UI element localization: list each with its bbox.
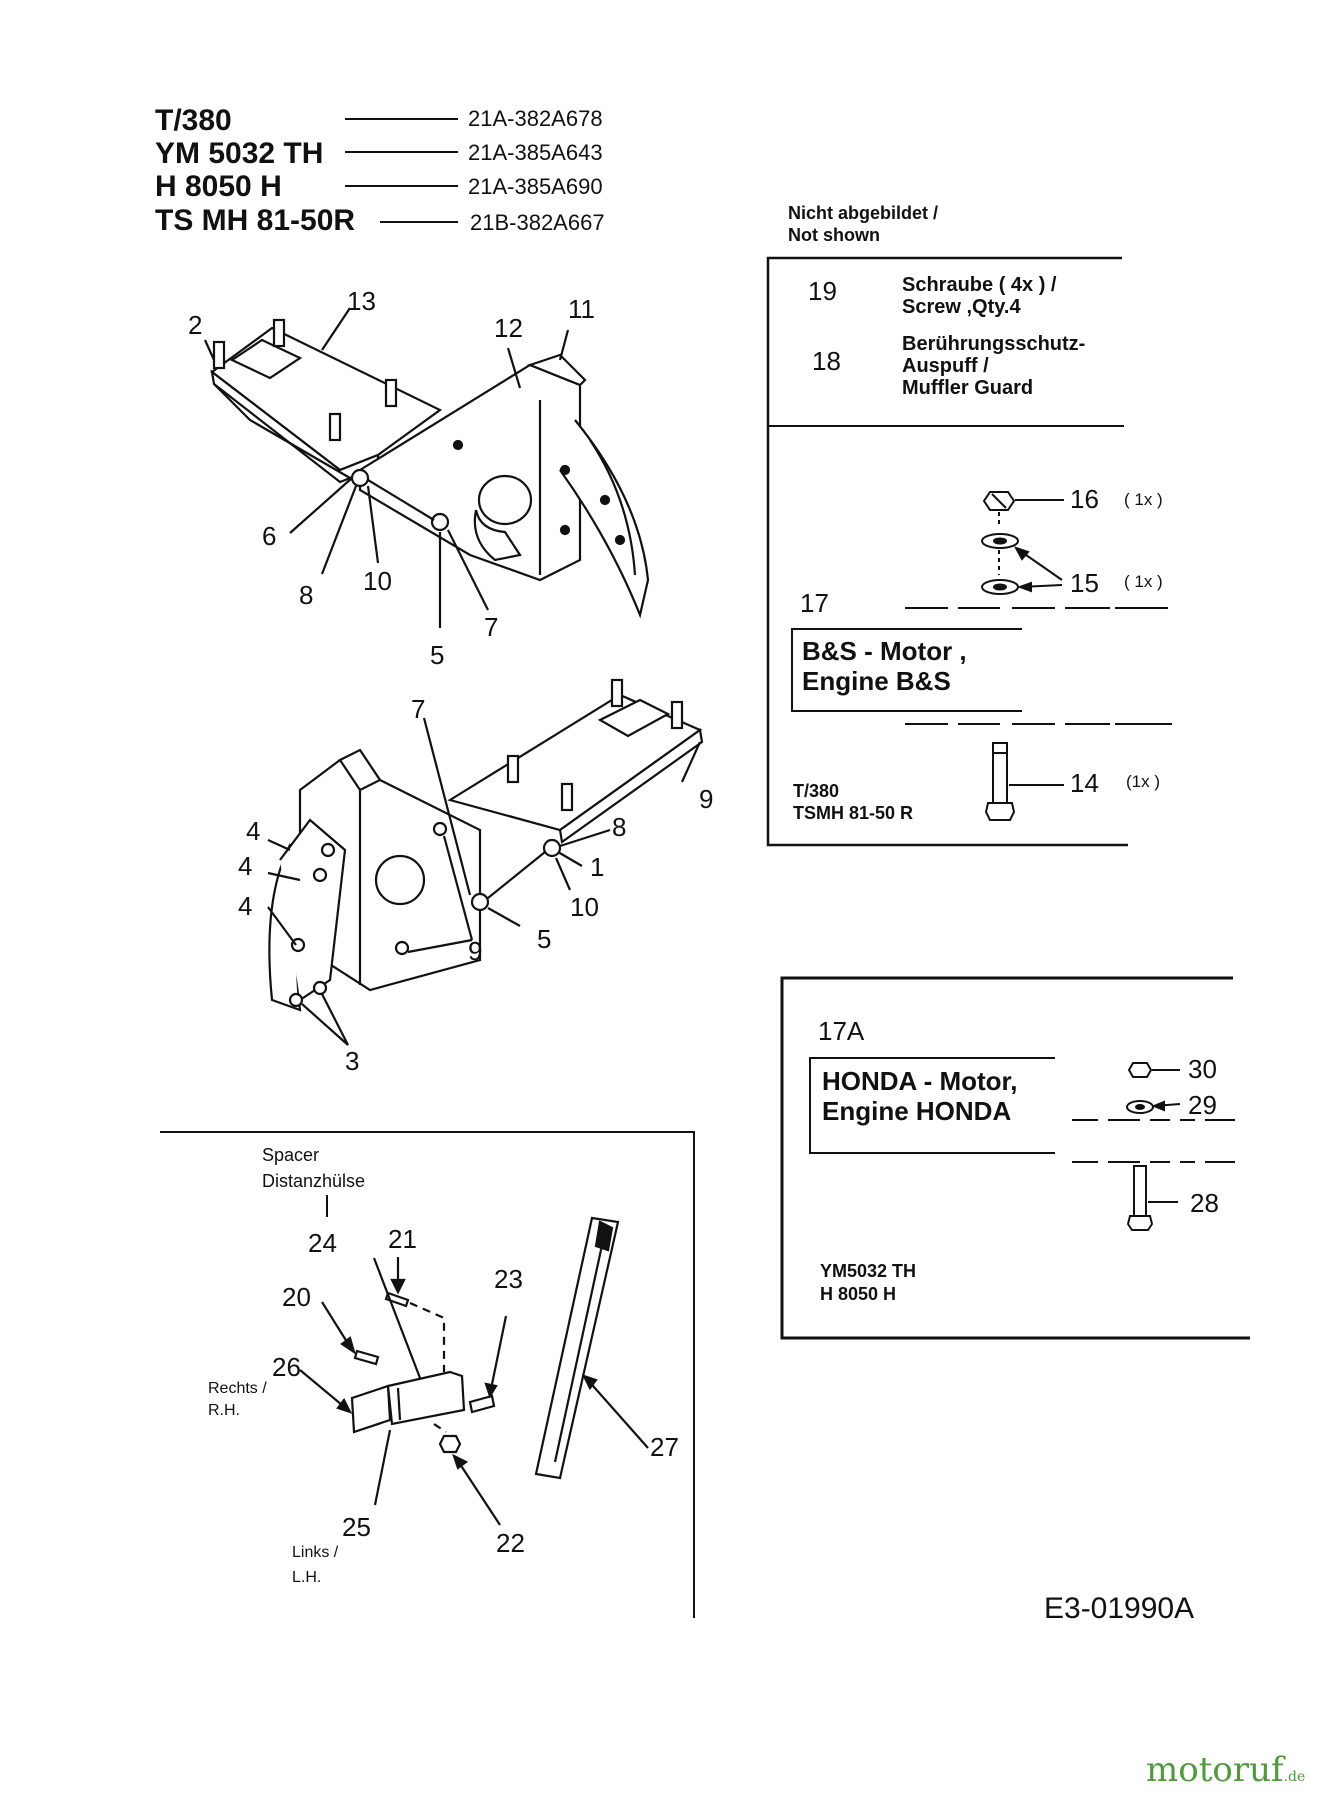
callout-23: 23: [494, 1264, 523, 1294]
callout-13: 13: [347, 286, 376, 316]
callout-8-upper: 8: [299, 580, 314, 610]
callout-4-b: 4: [238, 851, 253, 881]
callout-4-c: 4: [238, 891, 253, 921]
not-shown-item-desc-19: Schraube ( 4x ) / Screw ,Qty.4: [902, 274, 1057, 318]
qty-15: ( 1x ): [1124, 572, 1163, 591]
callout-10-lower: 10: [570, 892, 599, 922]
model-part-number-2: 21A-385A643: [468, 140, 603, 165]
honda-engine-number: 17A: [818, 1016, 865, 1046]
not-shown-item-number-19: 19: [808, 276, 837, 306]
callout-5-lower: 5: [537, 924, 552, 954]
callout-28: 28: [1190, 1188, 1219, 1218]
honda-engine-label: HONDA - Motor, Engine HONDA: [822, 1066, 1018, 1126]
callout-15: 15: [1070, 568, 1099, 598]
brand-tld: .de: [1283, 1769, 1306, 1785]
spacer-label: Spacer Distanzhülse: [262, 1145, 366, 1191]
callout-2: 2: [188, 310, 203, 340]
links-label: Links / L.H.: [292, 1544, 339, 1586]
bs-models: T/380 TSMH 81-50 R: [793, 781, 914, 823]
qty-16: ( 1x ): [1124, 490, 1163, 509]
callout-24: 24: [308, 1228, 337, 1258]
model-name-4: TS MH 81-50R: [155, 204, 356, 237]
callout-12: 12: [494, 313, 523, 343]
callout-10-upper: 10: [363, 566, 392, 596]
callout-9-lower: 9: [468, 936, 483, 966]
callout-7-upper: 7: [484, 612, 499, 642]
callout-14: 14: [1070, 768, 1099, 798]
callout-22: 22: [496, 1528, 525, 1558]
model-part-number-4: 21B-382A667: [470, 210, 605, 235]
brand-watermark: motoruf.de: [1146, 1750, 1305, 1790]
callout-6: 6: [262, 521, 277, 551]
callout-5-upper: 5: [430, 640, 445, 670]
callout-20: 20: [282, 1282, 311, 1312]
not-shown-item-desc-18: Berührungsschutz- Auspuff / Muffler Guar…: [902, 333, 1086, 399]
model-name-2: YM 5032 TH: [155, 137, 324, 170]
callout-16: 16: [1070, 484, 1099, 514]
model-name-3: H 8050 H: [155, 170, 282, 203]
callout-29: 29: [1188, 1090, 1217, 1120]
qty-14: (1x ): [1126, 772, 1160, 791]
callout-4-a: 4: [246, 816, 261, 846]
callout-25: 25: [342, 1512, 371, 1542]
bs-engine-number: 17: [800, 588, 829, 618]
callout-30: 30: [1188, 1054, 1217, 1084]
drawing-code: E3-01990A: [1044, 1592, 1195, 1625]
model-part-number-3: 21A-385A690: [468, 174, 603, 199]
callout-7-lower: 7: [411, 694, 426, 724]
not-shown-item-number-18: 18: [812, 346, 841, 376]
honda-models: YM5032 TH H 8050 H: [820, 1261, 917, 1304]
rechts-label: Rechts / R.H.: [208, 1380, 267, 1419]
callout-8-lower: 8: [612, 812, 627, 842]
callout-1: 1: [590, 852, 605, 882]
model-part-number-1: 21A-382A678: [468, 106, 603, 131]
callout-26: 26: [272, 1352, 301, 1382]
callout-21: 21: [388, 1224, 417, 1254]
callout-11: 11: [568, 294, 595, 324]
bs-engine-label: B&S - Motor , Engine B&S: [802, 636, 967, 696]
brand-name: motoruf: [1146, 1750, 1284, 1790]
model-name-1: T/380: [155, 104, 232, 137]
not-shown-title: Nicht abgebildet / Not shown: [788, 203, 939, 245]
callout-27: 27: [650, 1432, 679, 1462]
callout-3: 3: [345, 1046, 360, 1076]
callout-9-lower-right: 9: [699, 784, 714, 814]
